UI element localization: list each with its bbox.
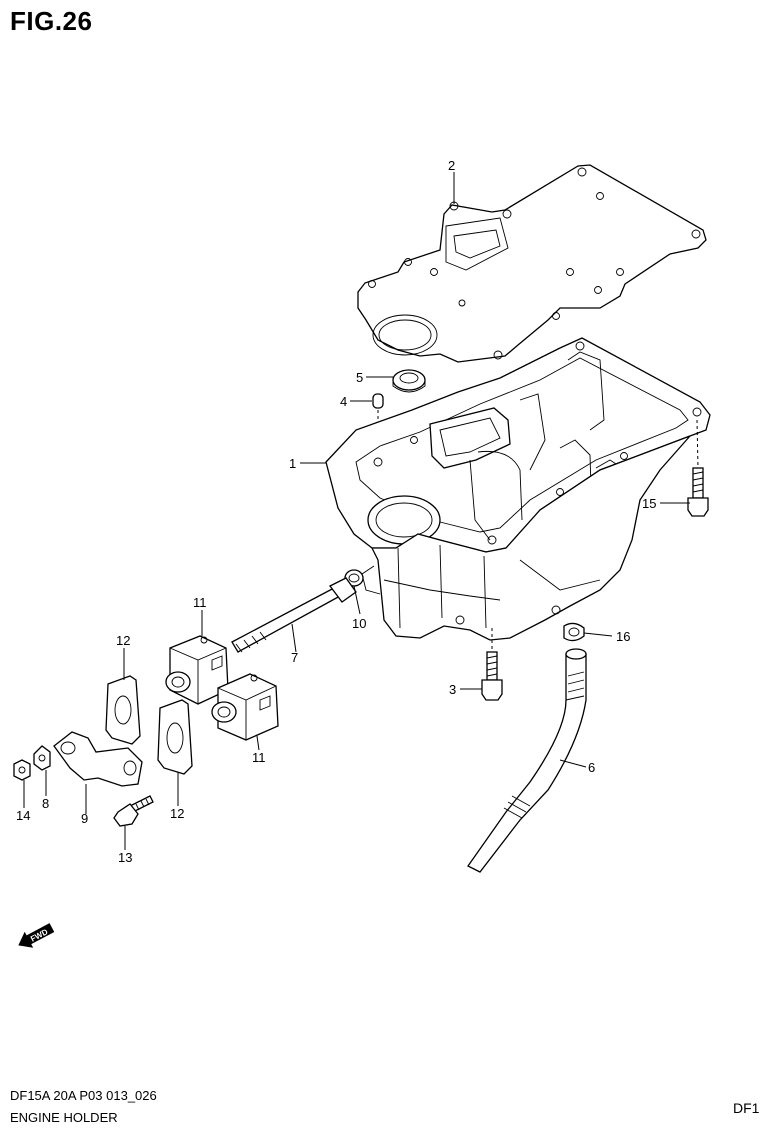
figure-title: FIG.26 xyxy=(10,6,93,36)
callout-10: 10 xyxy=(352,616,366,631)
callout-11-lower: 11 xyxy=(252,750,266,765)
gasket-part-2 xyxy=(357,164,707,363)
callout-8: 8 xyxy=(42,796,49,811)
callout-7: 7 xyxy=(291,650,298,665)
hose-part-6 xyxy=(467,648,587,873)
bolt-part-15 xyxy=(687,419,709,517)
callout-6: 6 xyxy=(588,760,595,775)
callout-13: 13 xyxy=(118,850,132,865)
washer-part-8 xyxy=(33,745,51,771)
callout-12-lower: 12 xyxy=(170,806,184,821)
callout-labels: 2 1 5 4 15 10 7 16 3 6 11 11 12 12 14 8 … xyxy=(16,158,656,865)
housing-part-11-lower xyxy=(211,673,279,741)
bracket-part-9 xyxy=(53,731,143,787)
callout-15: 15 xyxy=(642,496,656,511)
figure-name: ENGINE HOLDER xyxy=(10,1110,118,1125)
bolt-part-3 xyxy=(481,628,503,701)
callout-2: 2 xyxy=(448,158,455,173)
forward-arrow-icon: FWD xyxy=(18,923,55,948)
callout-9: 9 xyxy=(81,811,88,826)
oil-seal-part-5 xyxy=(392,369,426,393)
long-bolt-part-7 xyxy=(231,577,357,653)
nut-part-14 xyxy=(13,759,31,781)
leader-lines xyxy=(23,172,690,850)
bolt-part-13 xyxy=(113,795,154,827)
clip-part-16 xyxy=(563,622,585,642)
callout-16: 16 xyxy=(616,629,630,644)
housing-part-11-upper xyxy=(165,635,229,705)
engine-holder-part-1 xyxy=(325,337,711,641)
plate-part-12-upper xyxy=(105,675,141,745)
corner-code: DF1 xyxy=(733,1100,760,1116)
callout-4: 4 xyxy=(340,394,347,409)
callout-14: 14 xyxy=(16,808,30,823)
figure-code: DF15A 20A P03 013_026 xyxy=(10,1088,157,1103)
callout-1: 1 xyxy=(289,456,296,471)
callout-12-upper: 12 xyxy=(116,633,130,648)
callout-3: 3 xyxy=(449,682,456,697)
callout-5: 5 xyxy=(356,370,363,385)
callout-11-upper: 11 xyxy=(193,595,207,610)
plate-part-12-lower xyxy=(157,699,193,775)
